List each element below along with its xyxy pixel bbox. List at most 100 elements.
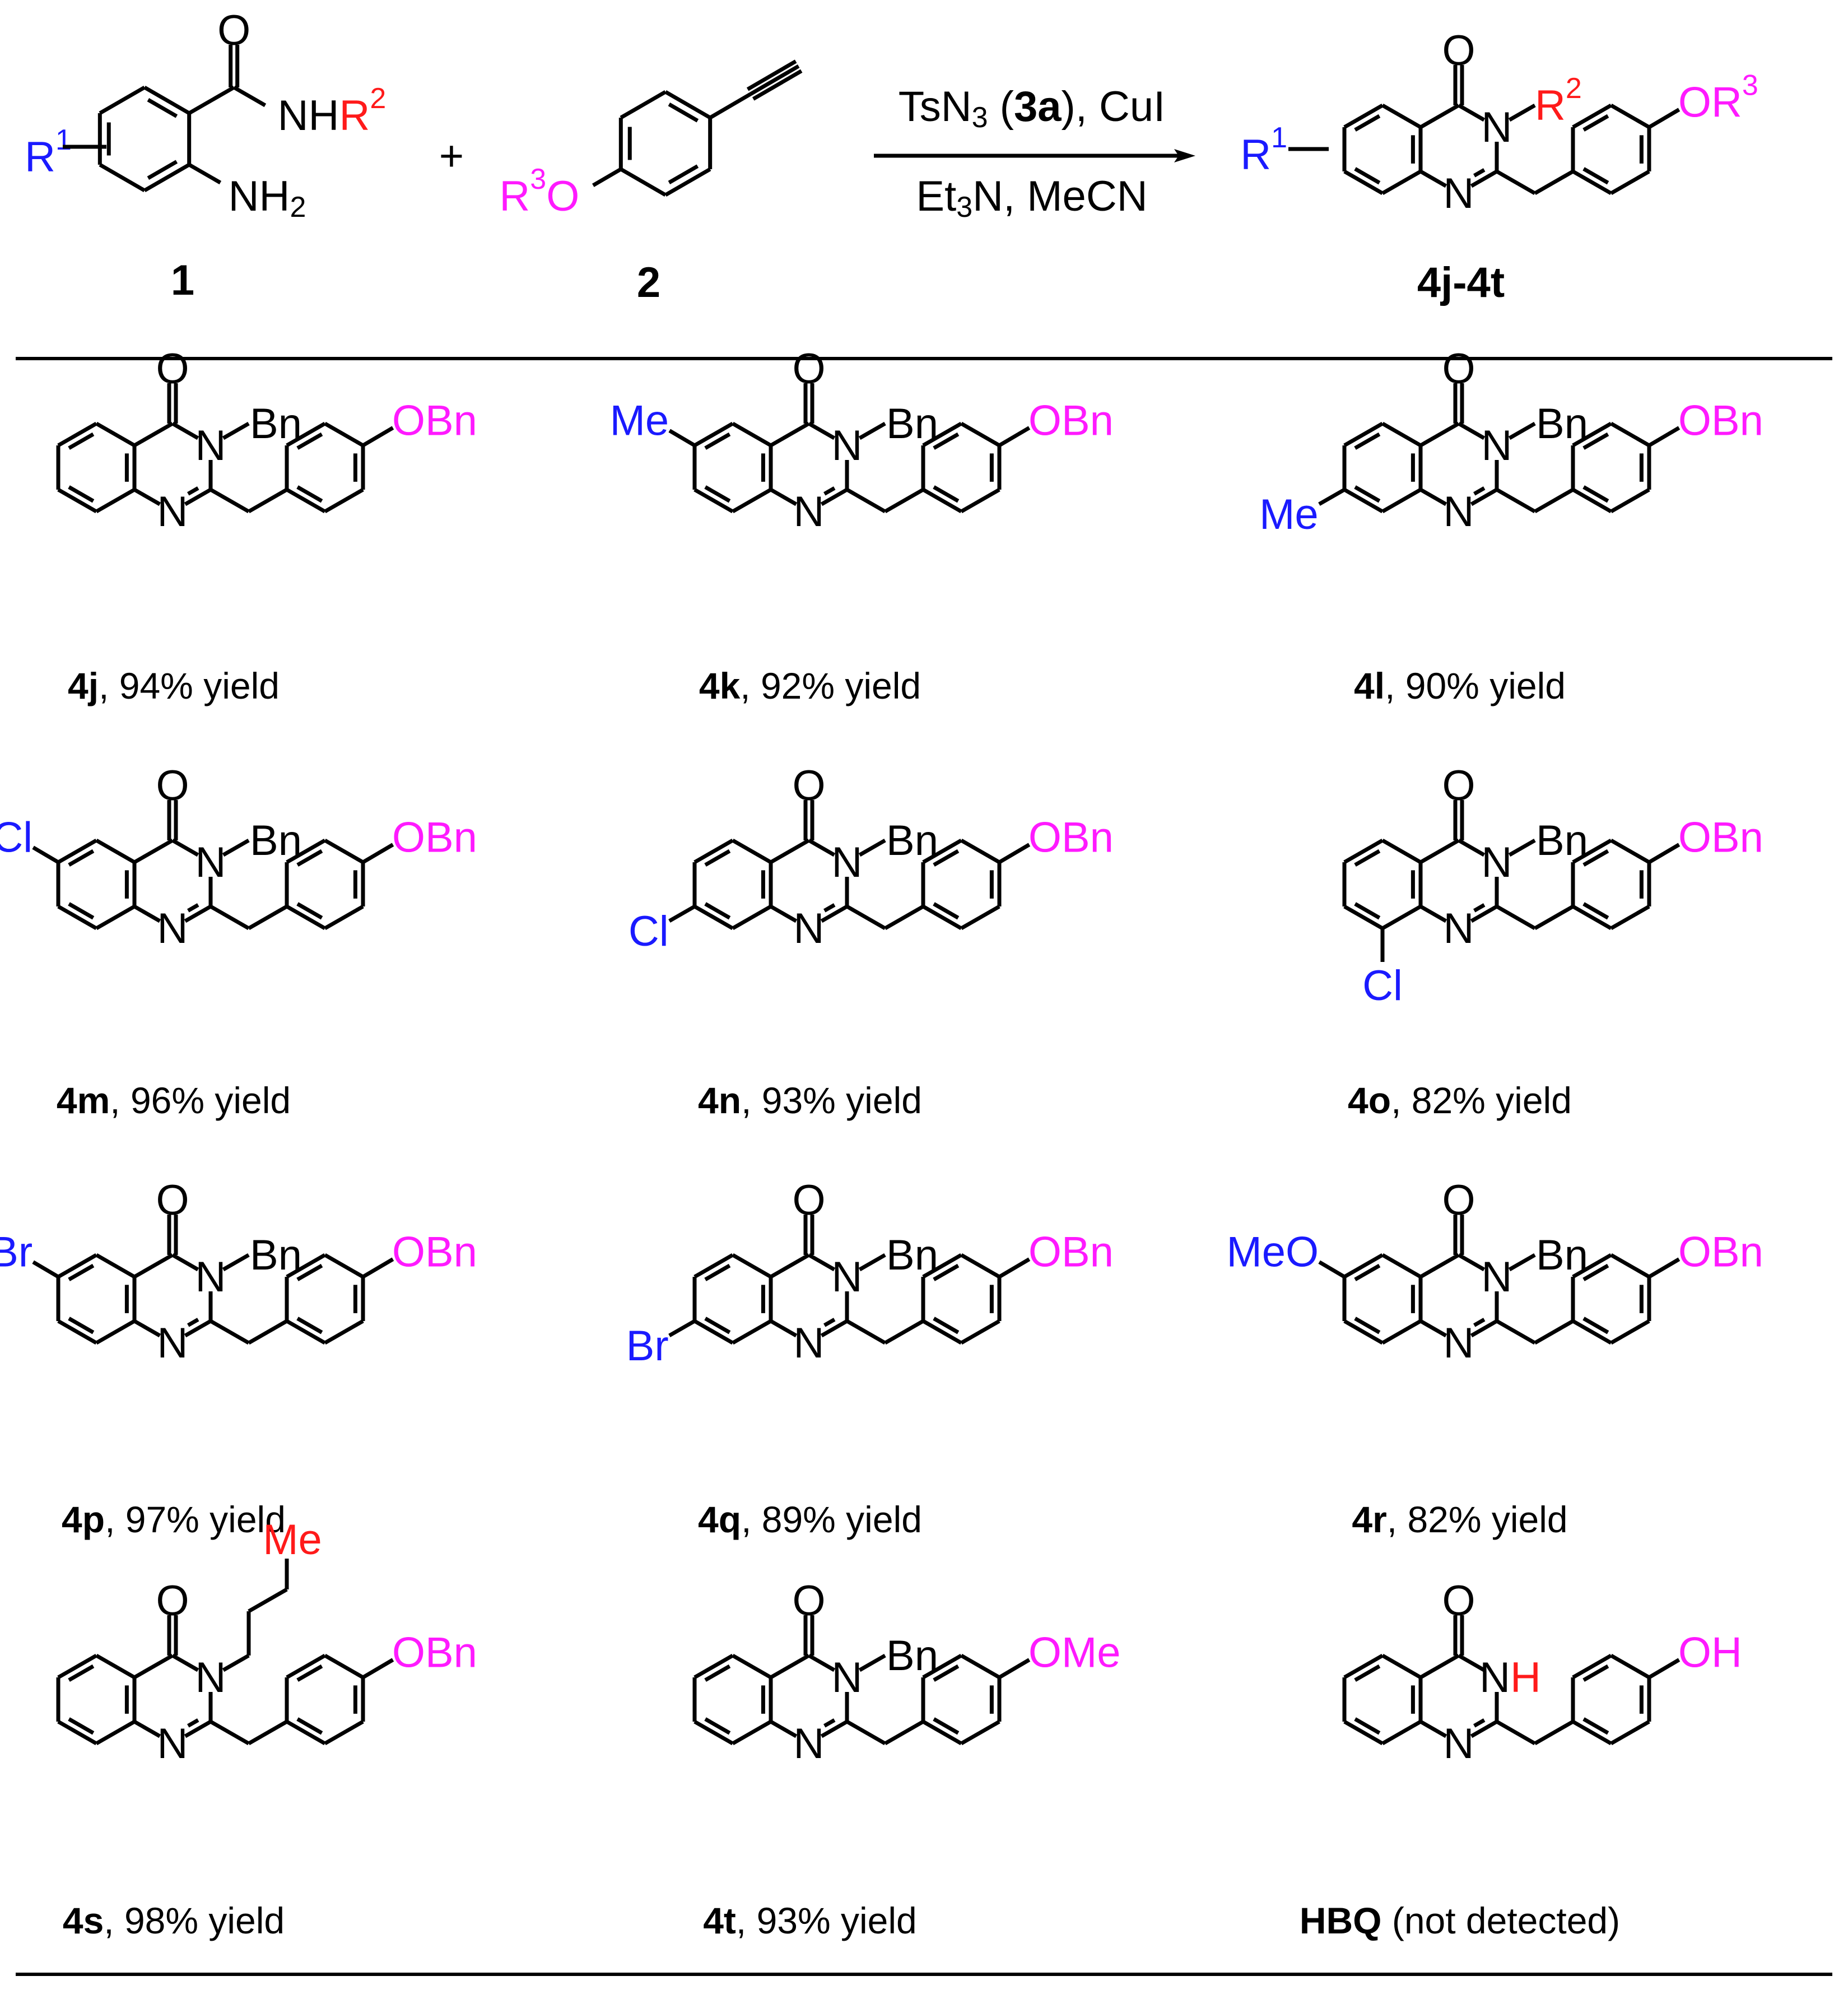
reagent-2-label: 2 [637, 259, 660, 306]
bond [1419, 421, 1460, 448]
r2-substituent-part: Bn [1536, 400, 1588, 448]
bond [820, 1319, 848, 1338]
bond [1381, 1653, 1422, 1680]
inner-bond [68, 1317, 95, 1335]
inner-bond [1582, 1717, 1609, 1735]
inner-bond [933, 485, 960, 503]
bond [1419, 103, 1460, 129]
bond [286, 1319, 326, 1345]
bond [1572, 904, 1612, 931]
inner-bond [296, 1263, 323, 1281]
amine-nh2-part: 2 [290, 191, 306, 224]
bond [1381, 169, 1422, 196]
n1-atom-part: N [157, 488, 188, 536]
bond [286, 421, 326, 448]
amide-nhr2: NHR2 [278, 82, 387, 140]
bond [232, 85, 267, 108]
inner-bond [933, 1717, 960, 1735]
compound-caption-part: , 96% yield [110, 1080, 291, 1121]
n3-atom: N [195, 839, 226, 886]
compound-caption: 4m, 96% yield [57, 1080, 291, 1121]
inner-bond [187, 903, 199, 913]
bond [770, 1319, 798, 1338]
oxygen-atom: O [156, 1577, 189, 1625]
bond [99, 162, 146, 193]
bond [362, 1658, 394, 1680]
n1-atom-part: N [157, 1319, 188, 1367]
bond [1534, 169, 1574, 196]
bond [95, 838, 136, 864]
n1-atom-part: N [1444, 1319, 1474, 1367]
amide-nhr2-part: 2 [370, 82, 386, 115]
inner-bond [68, 849, 95, 867]
bond [884, 487, 924, 514]
bond [668, 429, 696, 448]
inner-bond [1354, 849, 1381, 867]
bond [324, 838, 364, 864]
inner-bond [296, 1664, 323, 1682]
r2-substituent: Bn [250, 1231, 302, 1279]
bond [693, 421, 734, 448]
bond [286, 904, 326, 931]
compound-caption-part: , 93% yield [736, 1900, 917, 1941]
oxygen-atom-part: O [156, 1577, 189, 1625]
bond [732, 838, 772, 864]
r2-substituent-part: Bn [886, 400, 938, 448]
bond [57, 904, 97, 931]
bond [1343, 1253, 1384, 1279]
bond [362, 843, 394, 864]
compound-caption: 4t, 93% yield [703, 1900, 917, 1941]
bond [770, 1719, 798, 1738]
bond [184, 487, 212, 506]
bond [324, 1253, 364, 1279]
bond [846, 1719, 886, 1746]
compound-caption-part: , 82% yield [1387, 1499, 1568, 1540]
bond [1419, 169, 1447, 188]
bond [324, 1319, 364, 1345]
oxygen-atom: O [1442, 27, 1475, 75]
n1-atom-part: N [794, 905, 825, 952]
bond [922, 904, 962, 931]
bond [324, 1653, 364, 1680]
compound-caption-part: , 82% yield [1391, 1080, 1572, 1121]
r1-group-part: R [1240, 131, 1271, 179]
bond [1381, 103, 1422, 129]
inner-bond [296, 902, 323, 920]
amide-nhr2-part: NH [278, 92, 339, 140]
bond [770, 421, 810, 448]
bond [1343, 904, 1384, 931]
inner-bond [823, 1318, 836, 1327]
bond [95, 487, 136, 514]
oxygen-atom: O [1442, 1577, 1475, 1625]
bond [1419, 1653, 1460, 1680]
inner-bond [1473, 1318, 1486, 1327]
bond [57, 1253, 97, 1279]
r1-substituent-part: Cl [629, 907, 669, 955]
oxygen-atom: O [1442, 762, 1475, 810]
bond [732, 1719, 772, 1746]
r2-substituent-part: Bn [250, 817, 302, 864]
r3o-group-part: R [499, 173, 530, 220]
n3-atom-part: N [832, 422, 863, 469]
bond [922, 487, 962, 514]
bond [57, 838, 97, 864]
n3-atom-part: N [832, 1654, 863, 1701]
compound-caption: 4l, 90% yield [1354, 665, 1566, 706]
bond [1470, 1719, 1498, 1738]
bond [222, 421, 250, 440]
r2-substituent: Bn [1536, 400, 1588, 448]
product-label: 4j-4t [1417, 259, 1505, 306]
alkyl-bond [248, 1587, 288, 1614]
r1-substituent: Cl [629, 907, 669, 955]
bond [1343, 103, 1384, 129]
r2-substituent: Bn [250, 400, 302, 448]
bond [960, 1653, 1000, 1680]
bond [960, 838, 1000, 864]
bond [32, 1260, 59, 1279]
bond [1343, 1719, 1384, 1746]
inner-bond [823, 903, 836, 913]
